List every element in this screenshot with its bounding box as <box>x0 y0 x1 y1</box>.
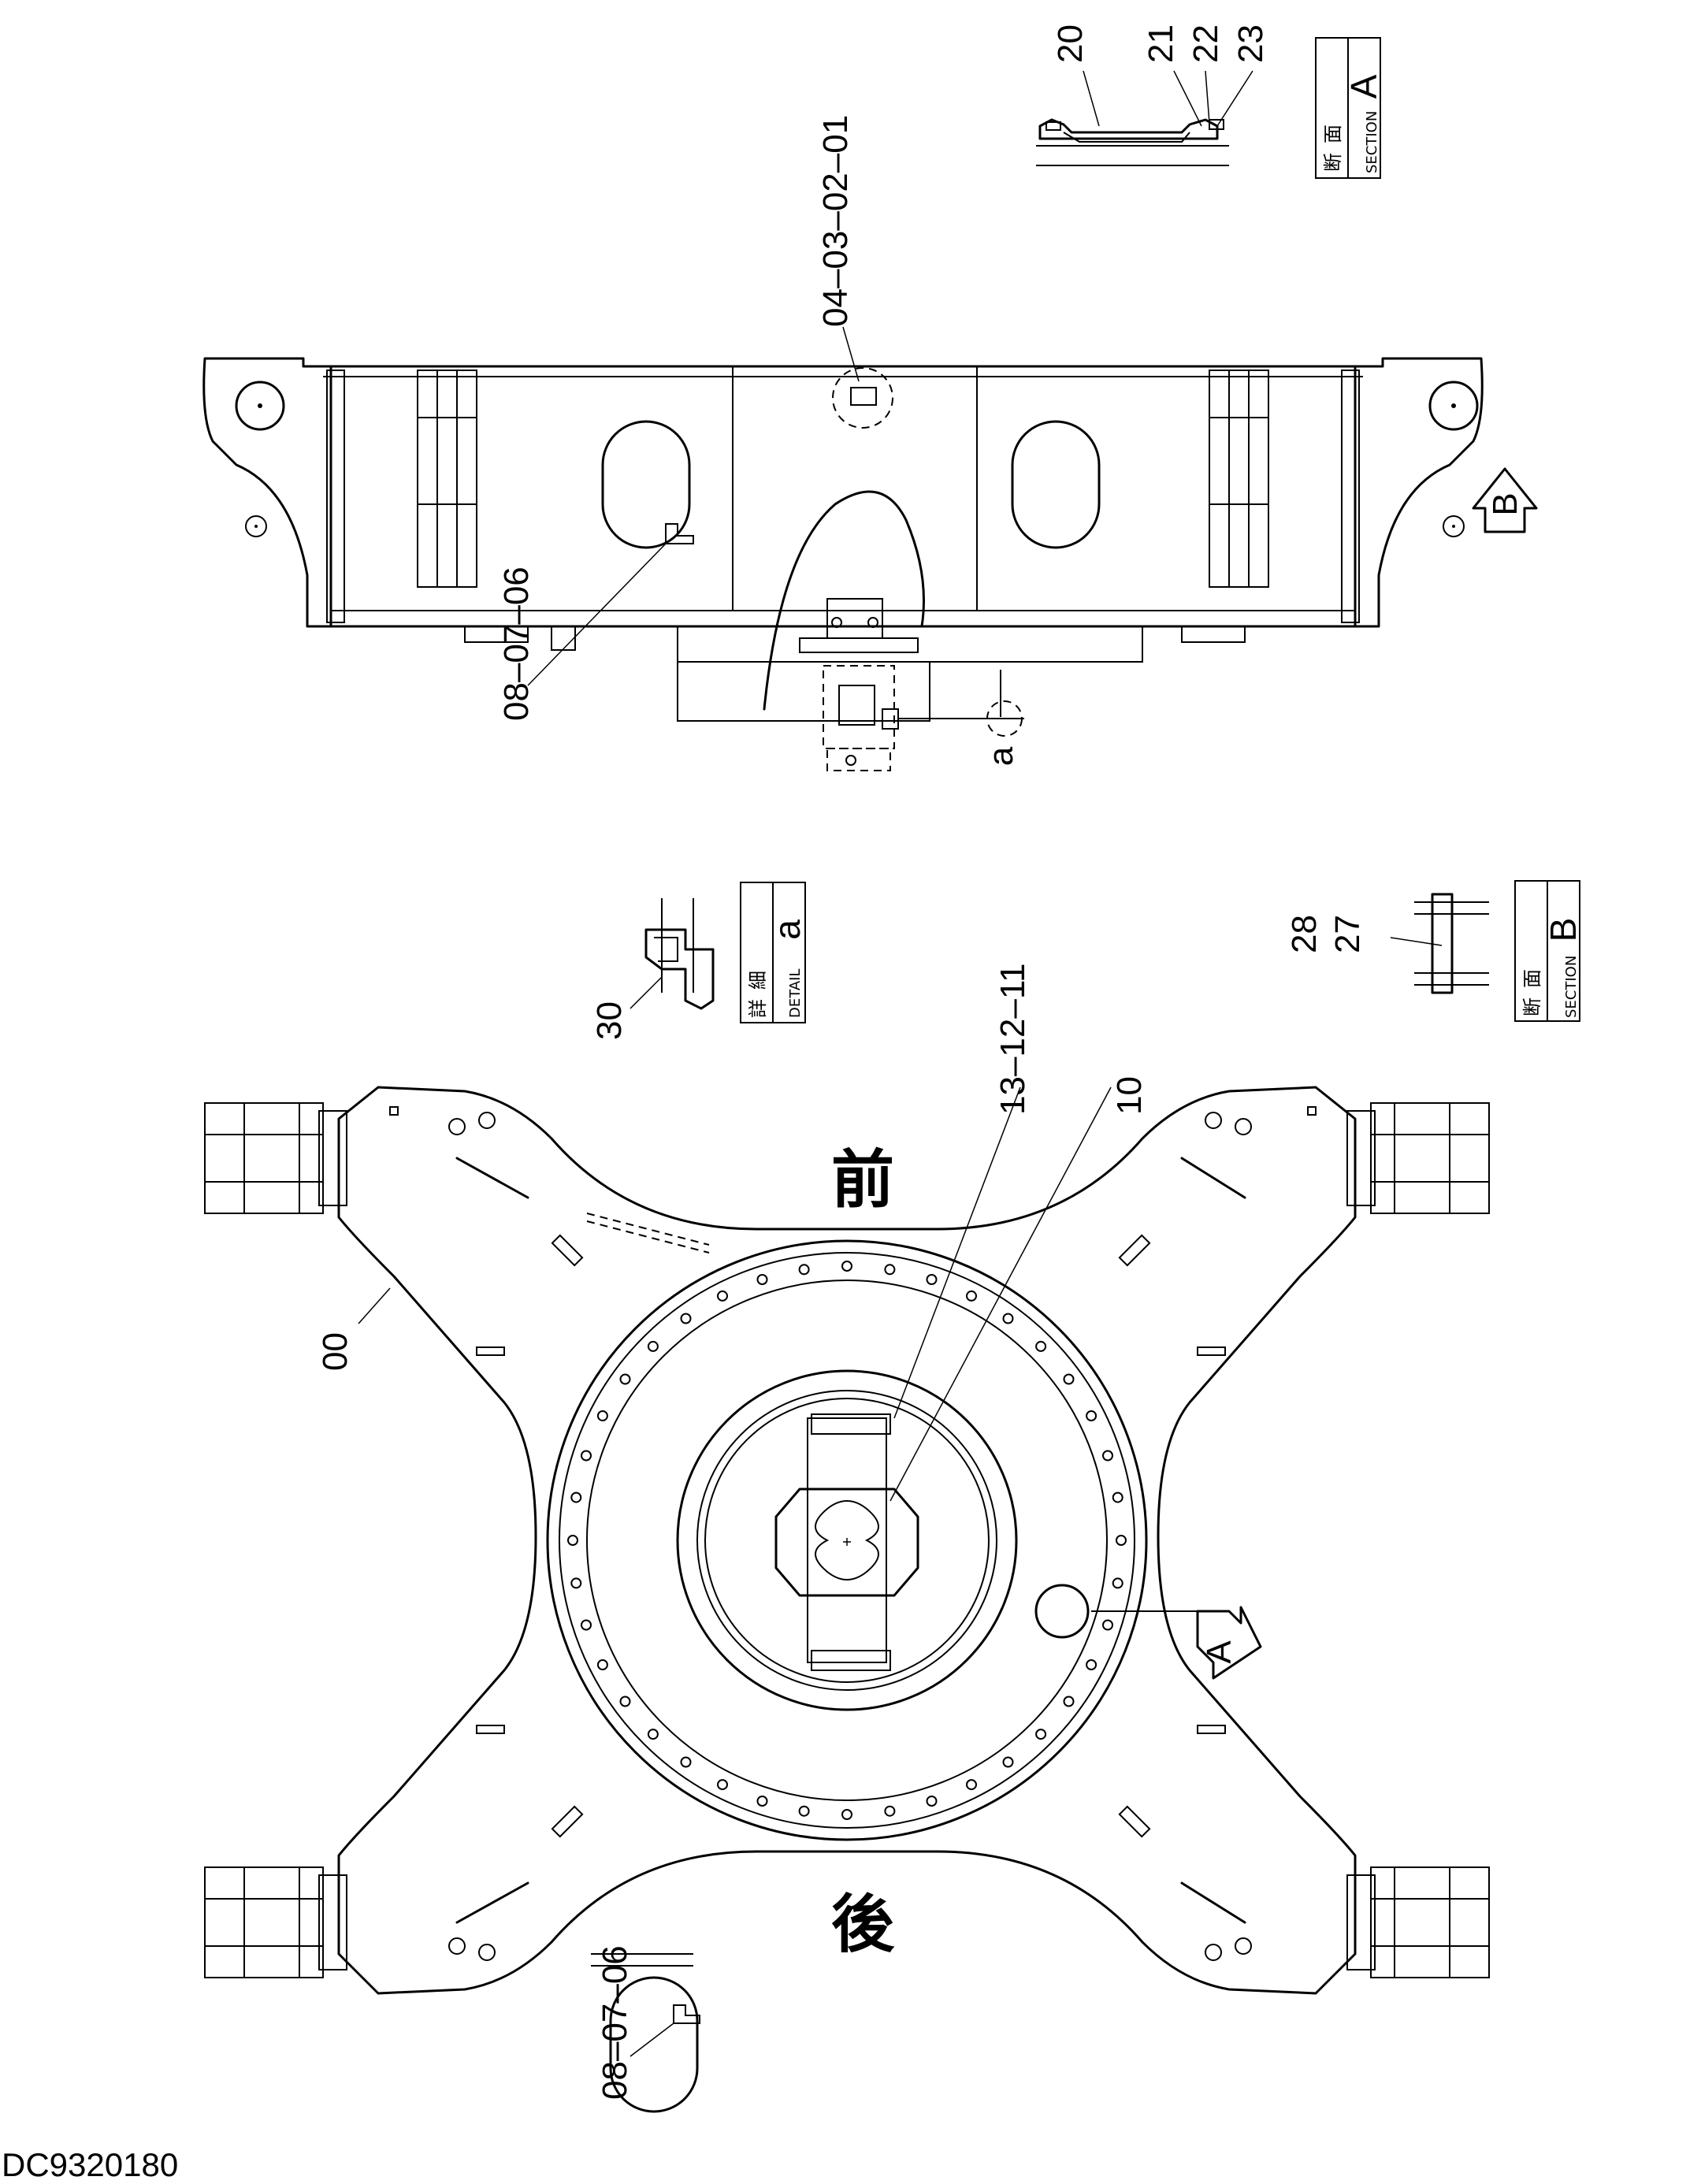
bottom-oval-detail: 08–07–06 <box>596 1945 700 2113</box>
bolt-hole <box>581 1450 592 1462</box>
corner-bracket-tl <box>204 1102 347 1214</box>
bolt-hole <box>1086 1659 1097 1670</box>
bolt-hole <box>717 1779 728 1791</box>
section-b-letter: B <box>1543 918 1584 942</box>
section-a-detail <box>1036 70 1253 166</box>
bolt-hole <box>926 1274 938 1285</box>
section-b-callouts: 28 27 <box>1285 915 1367 953</box>
bolt-hole <box>647 1729 659 1740</box>
bolt-hole <box>798 1264 810 1276</box>
bolt-hole <box>756 1796 768 1807</box>
corner-bracket-tr <box>1346 1102 1490 1214</box>
side-view-callouts: 04–03–02–01 08–07–06 a <box>497 115 1020 766</box>
callout-23: 23 <box>1231 24 1270 63</box>
bolt-hole <box>680 1313 692 1324</box>
bolt-hole <box>1102 1619 1113 1631</box>
bolt-hole <box>1035 1340 1047 1352</box>
bolt-hole <box>1086 1410 1097 1421</box>
bolt-hole <box>1002 1313 1014 1324</box>
callout-04-03-02-01: 04–03–02–01 <box>816 115 855 327</box>
bolt-hole <box>1112 1577 1123 1589</box>
center-swivel <box>774 1413 919 1671</box>
section-b-word: SECTION <box>1563 956 1580 1018</box>
bolt-hole <box>1112 1491 1123 1503</box>
section-a-cjk: 断面 <box>1322 115 1344 172</box>
detail-a-drawing <box>630 898 715 1010</box>
bolt-hole <box>884 1805 896 1817</box>
detail-a-word: DETAIL <box>787 969 804 1018</box>
plan-view-frame <box>204 1086 1490 1995</box>
section-b-label-box: B 断面 SECTION <box>1514 880 1584 1022</box>
bolt-hole <box>1063 1373 1075 1385</box>
detail-a-callouts: 30 <box>590 1001 629 1040</box>
rear-mark: 後 <box>831 1888 895 1961</box>
callout-08-07-06-side: 08–07–06 <box>497 566 536 721</box>
section-a-word: SECTION <box>1364 111 1380 173</box>
plan-callouts: 00 13–12–11 10 <box>316 964 1149 1372</box>
section-a-cutting-arrow: A <box>1034 1584 1262 1680</box>
bolt-hole <box>596 1410 608 1421</box>
bolt-hole <box>1035 1729 1047 1740</box>
detail-a-letter: a <box>767 919 808 940</box>
bolt-hole <box>619 1696 631 1707</box>
callout-08-07-06-bottom: 08–07–06 <box>596 1945 634 2100</box>
section-a-label-box: A 断面 SECTION <box>1315 37 1384 179</box>
bolt-hole <box>581 1619 592 1631</box>
callout-30: 30 <box>590 1001 629 1040</box>
plan-leaders <box>358 1086 1112 1502</box>
callout-22: 22 <box>1187 24 1225 63</box>
callout-21: 21 <box>1142 24 1180 63</box>
section-a-letter: A <box>1343 74 1384 98</box>
bolt-hole <box>680 1756 692 1768</box>
section-b-drawing <box>1390 893 1489 994</box>
bolt-hole <box>1063 1696 1075 1707</box>
detail-a-mark: a <box>982 746 1020 766</box>
bolt-ring <box>567 1261 1127 1820</box>
bolt-hole <box>756 1274 768 1285</box>
bolt-hole <box>1102 1450 1113 1462</box>
section-a-callouts: 20 21 22 23 <box>1051 24 1270 63</box>
callout-28: 28 <box>1285 915 1324 953</box>
bolt-hole <box>966 1779 977 1791</box>
arrow-b-label: B <box>1486 492 1525 515</box>
bolt-hole <box>926 1796 938 1807</box>
front-mark: 前 <box>831 1143 894 1216</box>
bolt-hole <box>619 1373 631 1385</box>
callout-00: 00 <box>316 1332 355 1371</box>
detail-a-label-box: a 詳細 DETAIL <box>740 882 808 1023</box>
corner-bracket-bl <box>204 1866 347 1978</box>
section-b-cjk: 断面 <box>1521 960 1543 1016</box>
bolt-hole <box>570 1491 582 1503</box>
bolt-hole <box>570 1577 582 1589</box>
bolt-hole <box>966 1290 977 1302</box>
callout-27: 27 <box>1328 915 1367 953</box>
drawing-code: DC9320180 <box>2 2146 178 2183</box>
bolt-hole <box>567 1535 578 1546</box>
corner-bracket-br <box>1346 1866 1490 1978</box>
callout-20: 20 <box>1051 24 1090 63</box>
bolt-hole <box>647 1340 659 1352</box>
bolt-hole <box>841 1261 852 1272</box>
bolt-hole <box>1002 1756 1014 1768</box>
bolt-hole <box>717 1290 728 1302</box>
callout-13-12-11: 13–12–11 <box>993 964 1032 1116</box>
callout-10: 10 <box>1110 1076 1149 1115</box>
bolt-hole <box>798 1805 810 1817</box>
detail-a-cjk: 詳細 <box>747 961 769 1018</box>
side-view: B <box>202 326 1538 771</box>
bolt-hole <box>884 1264 896 1276</box>
bolt-hole <box>841 1809 852 1820</box>
slewing-ring <box>546 1239 1148 1841</box>
bolt-hole <box>1116 1535 1127 1546</box>
arrow-a-label: A <box>1200 1640 1239 1664</box>
bolt-hole <box>596 1659 608 1670</box>
